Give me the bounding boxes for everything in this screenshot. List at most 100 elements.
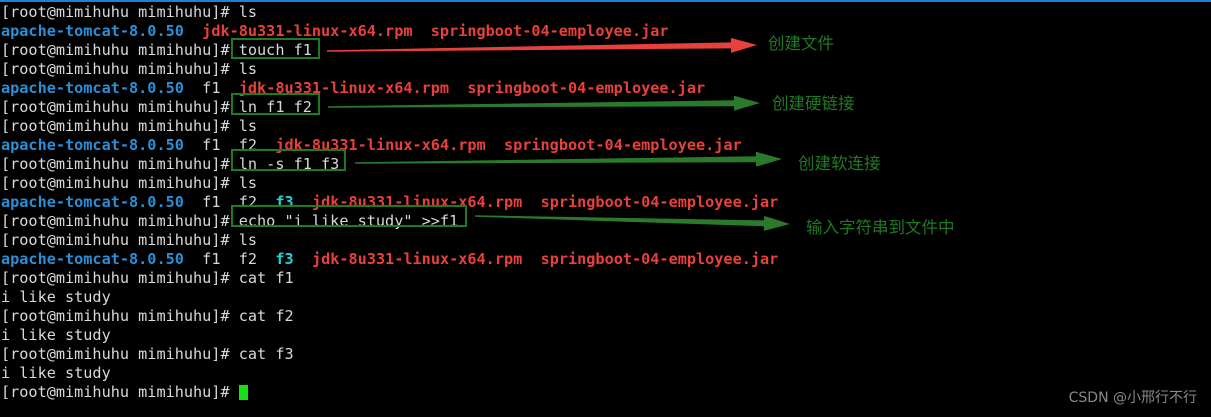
terminal-command-line: [root@mimihuhu mimihuhu]# ls	[0, 174, 1211, 193]
output-token: f1	[202, 250, 221, 268]
shell-prompt: [root@mimihuhu mimihuhu]#	[1, 41, 239, 59]
terminal-command-line: [root@mimihuhu mimihuhu]# ls	[0, 3, 1211, 22]
output-token: apache-tomcat-8.0.50	[1, 22, 184, 40]
output-token: springboot-04-employee.jar	[540, 250, 779, 268]
output-token	[257, 193, 275, 211]
output-token: apache-tomcat-8.0.50	[1, 79, 184, 97]
output-token: jdk-8u331-linux-x64.rpm	[275, 136, 486, 154]
shell-prompt: [root@mimihuhu mimihuhu]#	[1, 345, 239, 363]
shell-prompt: [root@mimihuhu mimihuhu]#	[1, 231, 239, 249]
shell-prompt: [root@mimihuhu mimihuhu]#	[1, 155, 239, 173]
output-token	[294, 250, 312, 268]
terminal-output-line: apache-tomcat-8.0.50 f1 jdk-8u331-linux-…	[0, 79, 1211, 98]
shell-command: ls	[238, 3, 258, 21]
output-token: i like study	[1, 288, 111, 306]
output-token	[184, 22, 202, 40]
output-token: jdk-8u331-linux-x64.rpm	[202, 22, 413, 40]
output-token: f2	[238, 136, 258, 154]
output-token: apache-tomcat-8.0.50	[1, 136, 184, 154]
output-token: springboot-04-employee.jar	[540, 193, 779, 211]
output-token	[184, 136, 202, 154]
output-token	[486, 136, 504, 154]
terminal-command-line: [root@mimihuhu mimihuhu]# ls	[0, 60, 1211, 79]
terminal-command-line: [root@mimihuhu mimihuhu]# ln f1 f2	[0, 98, 1211, 117]
output-token: f3	[275, 250, 294, 268]
terminal-output-line: apache-tomcat-8.0.50 jdk-8u331-linux-x64…	[0, 22, 1211, 41]
output-token	[184, 250, 202, 268]
output-token	[522, 250, 540, 268]
output-token	[220, 250, 238, 268]
terminal-output-line: i like study	[0, 364, 1211, 383]
output-token: f3	[275, 193, 294, 211]
output-token: springboot-04-employee.jar	[467, 79, 706, 97]
terminal-output-line: apache-tomcat-8.0.50 f1 f2 jdk-8u331-lin…	[0, 136, 1211, 155]
terminal-output-line: apache-tomcat-8.0.50 f1 f2 f3 jdk-8u331-…	[0, 193, 1211, 212]
shell-prompt: [root@mimihuhu mimihuhu]#	[1, 98, 239, 116]
shell-command: cat f2	[238, 307, 294, 325]
shell-command: ls	[238, 174, 258, 192]
shell-prompt: [root@mimihuhu mimihuhu]#	[1, 269, 239, 287]
shell-prompt: [root@mimihuhu mimihuhu]#	[1, 117, 239, 135]
terminal-output-line: i like study	[0, 326, 1211, 345]
output-token	[412, 22, 430, 40]
output-token: springboot-04-employee.jar	[430, 22, 669, 40]
output-token: i like study	[1, 364, 111, 382]
shell-prompt: [root@mimihuhu mimihuhu]#	[1, 60, 239, 78]
terminal-command-line: [root@mimihuhu mimihuhu]# ls	[0, 117, 1211, 136]
output-token	[220, 136, 238, 154]
output-token: f2	[238, 193, 258, 211]
shell-command: ls	[238, 117, 258, 135]
shell-prompt: [root@mimihuhu mimihuhu]#	[1, 307, 239, 325]
annotation-label: 创建软连接	[798, 154, 881, 173]
output-token: apache-tomcat-8.0.50	[1, 250, 184, 268]
output-token: jdk-8u331-linux-x64.rpm	[311, 193, 523, 211]
shell-command: ls	[238, 231, 258, 249]
terminal-output-line: i like study	[0, 288, 1211, 307]
shell-command: ln f1 f2	[238, 98, 312, 116]
output-token: springboot-04-employee.jar	[503, 136, 742, 154]
shell-command: touch f1	[238, 41, 312, 59]
output-token: f1	[202, 136, 221, 154]
window-top-border	[0, 0, 1211, 2]
shell-command: echo "i like study" >>f1	[238, 212, 459, 230]
annotation-label: 创建硬链接	[772, 94, 855, 113]
terminal-cursor	[238, 385, 248, 400]
output-token: jdk-8u331-linux-x64.rpm	[238, 79, 450, 97]
terminal-command-line: [root@mimihuhu mimihuhu]# cat f3	[0, 345, 1211, 364]
shell-prompt: [root@mimihuhu mimihuhu]#	[1, 212, 239, 230]
shell-command: cat f1	[238, 269, 294, 287]
output-token: f1	[202, 193, 221, 211]
terminal-command-line: [root@mimihuhu mimihuhu]# cat f2	[0, 307, 1211, 326]
shell-prompt: [root@mimihuhu mimihuhu]#	[1, 3, 239, 21]
shell-command: ln -s f1 f3	[238, 155, 340, 173]
output-token: jdk-8u331-linux-x64.rpm	[311, 250, 523, 268]
shell-command: cat f3	[238, 345, 294, 363]
output-token	[449, 79, 467, 97]
output-token: i like study	[1, 326, 111, 344]
output-token: apache-tomcat-8.0.50	[1, 193, 184, 211]
output-token	[220, 79, 238, 97]
terminal-output-line: apache-tomcat-8.0.50 f1 f2 f3 jdk-8u331-…	[0, 250, 1211, 269]
terminal-command-line: [root@mimihuhu mimihuhu]#	[0, 383, 1211, 402]
output-token	[257, 250, 275, 268]
terminal-command-line: [root@mimihuhu mimihuhu]# echo "i like s…	[0, 212, 1211, 231]
shell-command: ls	[238, 60, 258, 78]
csdn-watermark: CSDN @小邢行不行	[1068, 390, 1197, 406]
terminal-command-line: [root@mimihuhu mimihuhu]# cat f1	[0, 269, 1211, 288]
output-token	[522, 193, 540, 211]
annotation-label: 输入字符串到文件中	[806, 218, 955, 237]
output-token	[220, 193, 238, 211]
output-token	[257, 136, 275, 154]
output-token	[294, 193, 312, 211]
terminal-command-line: [root@mimihuhu mimihuhu]# ln -s f1 f3	[0, 155, 1211, 174]
output-token: f1	[202, 79, 221, 97]
annotation-label: 创建文件	[768, 34, 834, 53]
output-token	[184, 193, 202, 211]
terminal-command-line: [root@mimihuhu mimihuhu]# ls	[0, 231, 1211, 250]
shell-prompt: [root@mimihuhu mimihuhu]#	[1, 174, 239, 192]
terminal-command-line: [root@mimihuhu mimihuhu]# touch f1	[0, 41, 1211, 60]
shell-prompt: [root@mimihuhu mimihuhu]#	[1, 383, 239, 401]
output-token: f2	[238, 250, 258, 268]
